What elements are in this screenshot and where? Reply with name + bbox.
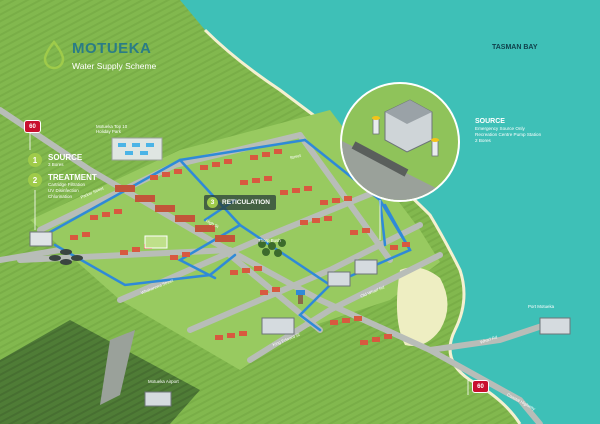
thorp-bush-trees: [258, 239, 286, 257]
step-reticulation: 3 RETICULATION: [204, 195, 276, 210]
airport-label: Motueka Airport: [148, 379, 179, 384]
sports-field: [144, 235, 168, 249]
step-title: RETICULATION: [222, 198, 270, 206]
step-source: 1 SOURCE 3 Bores: [28, 153, 82, 168]
step-treatment: 2 TREATMENT Cartridge Filtration UV Disi…: [28, 173, 97, 200]
port-motueka-label: Port Motueka: [528, 304, 555, 309]
holiday-park-label: Motueka Top 10 Holiday Park: [96, 124, 127, 134]
place-label-line: Holiday Park: [96, 129, 121, 135]
thorp-bush-label: Thorp Bush: [258, 238, 281, 243]
step-detail: 3 Bores: [48, 162, 64, 167]
coastline: [203, 28, 522, 424]
source-inset-text: SOURCE Emergency Source Only Recreation …: [475, 118, 541, 145]
inset-title: SOURCE: [475, 118, 505, 125]
step-number-badge: 2: [28, 173, 42, 187]
tasman-bay-sea: [180, 0, 600, 424]
treatment-plant: [29, 231, 83, 265]
highway-shield: 60: [472, 380, 489, 393]
step-title: TREATMENT: [48, 173, 97, 182]
page-title: MOTUEKA: [72, 40, 152, 57]
step-detail: UV Disinfection: [48, 187, 79, 193]
inset-line: Emergency Source Only: [475, 126, 525, 132]
leader-lines: [29, 130, 469, 395]
inset-line: Recreation Centre Pump Station: [475, 132, 542, 138]
holiday-park-site: [111, 137, 163, 161]
page-subtitle: Water Supply Scheme: [72, 61, 157, 71]
airport-runway: [100, 330, 135, 405]
source-inset: [340, 82, 460, 202]
highway-shield: 60: [24, 120, 41, 133]
industrial-buildings: [144, 259, 571, 407]
inset-line: 2 Bores: [475, 138, 491, 144]
step-detail: Cartridge Filtration: [48, 182, 86, 187]
sea-label: TASMAN BAY: [492, 44, 538, 51]
step-number-badge: 3: [207, 197, 218, 208]
place-label-line: Motueka Top 10: [96, 124, 128, 129]
coastal-reserve: [396, 267, 448, 346]
step-number-badge: 1: [28, 153, 42, 167]
water-tower: [296, 290, 305, 304]
step-title: SOURCE: [48, 153, 83, 162]
water-drop-icon: [43, 40, 65, 70]
step-detail: Chlorination: [48, 193, 73, 199]
high-street-shops: [115, 185, 235, 242]
